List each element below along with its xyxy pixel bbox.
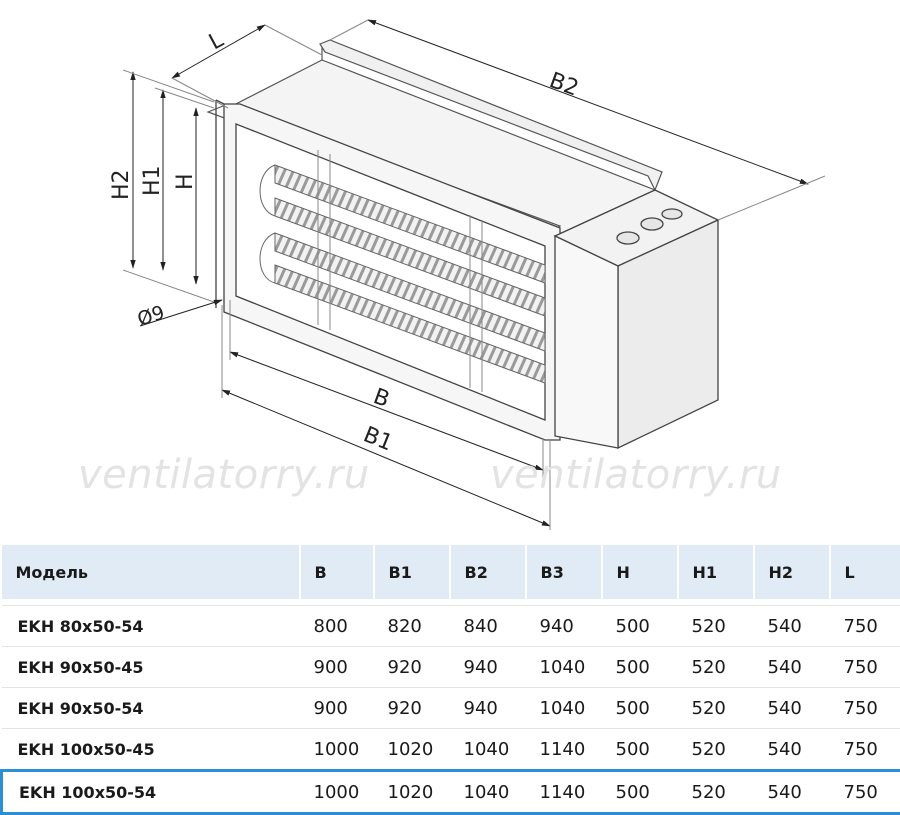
label-hole: Ø9 bbox=[135, 301, 168, 330]
label-B: B bbox=[370, 384, 393, 413]
specifications-table: Модель B B1 B2 B3 H H1 H2 L EKH 80x50-54… bbox=[0, 545, 900, 815]
table-cell: 750 bbox=[830, 771, 900, 814]
header-h1: H1 bbox=[678, 545, 754, 599]
table-cell: 500 bbox=[602, 647, 678, 688]
table-cell: 1040 bbox=[450, 771, 526, 814]
table-cell: 940 bbox=[450, 688, 526, 729]
label-H: H bbox=[173, 173, 198, 190]
table-cell: 1000 bbox=[300, 771, 374, 814]
table-cell: 900 bbox=[300, 688, 374, 729]
table-cell: 540 bbox=[754, 771, 830, 814]
table-cell: 1020 bbox=[374, 729, 450, 771]
table-cell: 920 bbox=[374, 688, 450, 729]
table-cell: 500 bbox=[602, 729, 678, 771]
table-row-highlighted: EKH 100x50-54 1000 1020 1040 1140 500 52… bbox=[2, 771, 900, 814]
table-cell: 500 bbox=[602, 688, 678, 729]
table-cell: 520 bbox=[678, 729, 754, 771]
header-model: Модель bbox=[2, 545, 300, 599]
table-cell: 840 bbox=[450, 606, 526, 647]
table-cell: 540 bbox=[754, 729, 830, 771]
label-H2: H2 bbox=[109, 169, 134, 200]
label-H1: H1 bbox=[140, 165, 165, 196]
table-cell: 540 bbox=[754, 606, 830, 647]
table-cell: 750 bbox=[830, 688, 900, 729]
watermark-text: ventilatorry.ru bbox=[490, 452, 782, 498]
table-cell: 750 bbox=[830, 606, 900, 647]
header-b: B bbox=[300, 545, 374, 599]
table-cell: 500 bbox=[602, 606, 678, 647]
table-cell: 540 bbox=[754, 688, 830, 729]
table-row: EKH 90x50-45 900 920 940 1040 500 520 54… bbox=[2, 647, 900, 688]
table-cell: 1040 bbox=[526, 688, 602, 729]
table-cell: 1000 bbox=[300, 729, 374, 771]
label-B2: B2 bbox=[546, 68, 582, 101]
table-cell-model: EKH 100x50-54 bbox=[2, 771, 300, 814]
dimension-H2 bbox=[123, 70, 214, 302]
table-cell-model: EKH 90x50-45 bbox=[2, 647, 300, 688]
table-cell: 540 bbox=[754, 647, 830, 688]
table-cell: 1020 bbox=[374, 771, 450, 814]
table-cell: 520 bbox=[678, 688, 754, 729]
table-cell: 500 bbox=[602, 771, 678, 814]
table-row: EKH 80x50-54 800 820 840 940 500 520 540… bbox=[2, 606, 900, 647]
terminal-box bbox=[555, 190, 718, 448]
label-L: L bbox=[205, 27, 228, 55]
header-b3: B3 bbox=[526, 545, 602, 599]
table-cell: 940 bbox=[450, 647, 526, 688]
table-row: EKH 100x50-45 1000 1020 1040 1140 500 52… bbox=[2, 729, 900, 771]
table-cell-model: EKH 90x50-54 bbox=[2, 688, 300, 729]
table-cell: 1040 bbox=[526, 647, 602, 688]
header-b1: B1 bbox=[374, 545, 450, 599]
table-cell-model: EKH 100x50-45 bbox=[2, 729, 300, 771]
table-cell: 820 bbox=[374, 606, 450, 647]
table-cell: 520 bbox=[678, 771, 754, 814]
table-cell: 800 bbox=[300, 606, 374, 647]
header-h: H bbox=[602, 545, 678, 599]
table-cell: 520 bbox=[678, 606, 754, 647]
table-cell-model: EKH 80x50-54 bbox=[2, 606, 300, 647]
table-row: EKH 90x50-54 900 920 940 1040 500 520 54… bbox=[2, 688, 900, 729]
header-b2: B2 bbox=[450, 545, 526, 599]
table-cell: 1140 bbox=[526, 771, 602, 814]
table-cell: 750 bbox=[830, 647, 900, 688]
watermark-text: ventilatorry.ru bbox=[78, 452, 370, 498]
table-cell: 1140 bbox=[526, 729, 602, 771]
table-cell: 940 bbox=[526, 606, 602, 647]
table-cell: 1040 bbox=[450, 729, 526, 771]
table-cell: 750 bbox=[830, 729, 900, 771]
table-cell: 900 bbox=[300, 647, 374, 688]
table-cell: 920 bbox=[374, 647, 450, 688]
header-l: L bbox=[830, 545, 900, 599]
table-cell: 520 bbox=[678, 647, 754, 688]
table-header-row: Модель B B1 B2 B3 H H1 H2 L bbox=[2, 545, 900, 599]
header-h2: H2 bbox=[754, 545, 830, 599]
